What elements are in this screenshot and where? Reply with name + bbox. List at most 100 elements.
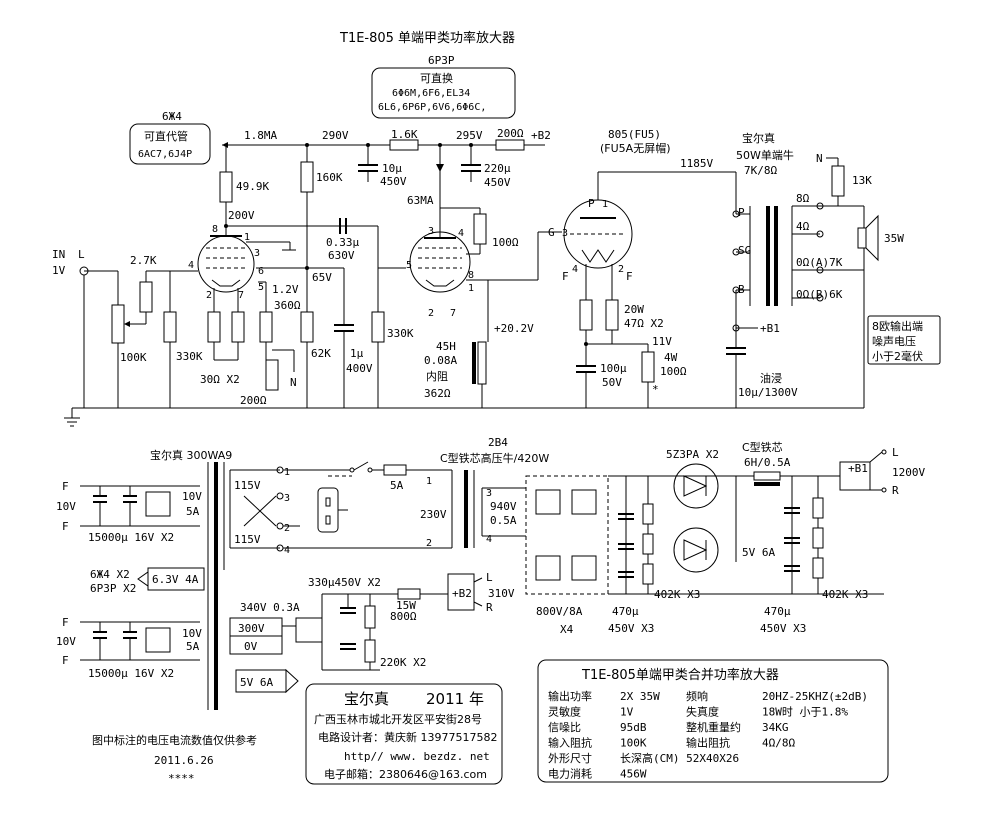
label-35w: 35W xyxy=(884,232,904,245)
maker-email: 电子邮箱：2380646@163.com xyxy=(324,767,487,781)
label-20w: 20W xyxy=(624,303,644,316)
v2-pin5: 5 xyxy=(406,260,412,271)
note-8ohm-box xyxy=(867,315,941,365)
label-1k6: 1.6K xyxy=(391,128,418,141)
label-fuse: 5A xyxy=(390,479,404,492)
maker-addr: 广西玉林市城北开发区平安街28号 xyxy=(314,712,482,726)
label-1m8: 1.8MA xyxy=(244,129,277,142)
ground-bus xyxy=(64,407,864,427)
spec-cell-3-3: 4Ω/8Ω xyxy=(762,737,795,750)
label-008a: 0.08A xyxy=(424,354,457,367)
hv-filter-1 xyxy=(608,475,884,595)
note-8ohm-c: 小于2毫伏 xyxy=(872,349,923,363)
label-49k9: 49.9K xyxy=(236,180,269,193)
heater-winding-2 xyxy=(80,621,200,661)
footer-date: 2011.6.26 xyxy=(154,754,214,767)
pt-pin3: 3 xyxy=(284,493,290,504)
label-6h: 6H/0.5A xyxy=(744,456,791,469)
label-330u: 330μ450V X2 xyxy=(308,576,381,589)
b2-supply xyxy=(229,573,483,671)
v1-sub-title: 可直代管 xyxy=(144,129,188,143)
hv-title: C型铁芯高压牛/420W xyxy=(440,451,549,465)
label-220u-v: 450V xyxy=(484,176,511,189)
primary-windings xyxy=(229,466,430,552)
psu-10v-2: 10V xyxy=(56,635,76,648)
v2-pin7: 7 xyxy=(450,308,456,319)
label-5z3pa: 5Z3PA X2 xyxy=(666,448,719,461)
r-160k xyxy=(300,145,314,408)
v2-name: 6P3P xyxy=(428,54,455,67)
psu-F1: F xyxy=(62,480,69,493)
r-2k7 xyxy=(139,270,196,324)
volume-pot xyxy=(111,271,146,408)
tube-v1 xyxy=(197,235,255,293)
label-360ohm: 360Ω xyxy=(274,299,301,312)
pt-pin1: 1 xyxy=(284,467,290,478)
note-8ohm-b: 噪声电压 xyxy=(872,334,916,348)
v3-pin3: 3 xyxy=(562,228,568,239)
hv-940v: 940V xyxy=(490,500,517,513)
spec-cell-1-0: 灵敏度 xyxy=(548,705,581,719)
psu-cap-15000-1: 15000μ 16V X2 xyxy=(88,531,174,544)
psu-F2: F xyxy=(62,520,69,533)
maker-year: 2011 年 xyxy=(426,690,484,708)
maker-box xyxy=(305,683,503,785)
heater-6v3 xyxy=(137,567,205,591)
label-nz: 内阻 xyxy=(426,369,448,383)
psu-F4: F xyxy=(62,654,69,667)
heater-5v6a xyxy=(235,668,299,694)
hv-pin1: 1 xyxy=(426,476,432,487)
ot-P: P xyxy=(738,206,745,219)
label-G-805: G xyxy=(548,226,555,239)
v2-pin3: 3 xyxy=(428,226,434,237)
tube-v2 xyxy=(409,231,471,293)
ot-0b: 0Ω(B)6K xyxy=(796,288,843,301)
label-100k-pot: 100K xyxy=(120,351,147,364)
label-oil-v: 10μ/1300V xyxy=(738,386,798,399)
label-63ma: 63MA xyxy=(407,194,434,207)
label-b2-L: L xyxy=(486,571,493,584)
label-F2: F xyxy=(626,270,633,283)
v2-sub-box xyxy=(371,67,516,119)
label-470u-d: 450V X3 xyxy=(760,622,806,635)
psu-cap-15000-2: 15000μ 16V X2 xyxy=(88,667,174,680)
v3-pin1: 1 xyxy=(602,199,608,210)
label-470u-b: 450V X3 xyxy=(608,622,654,635)
psu-ac5a-2: 5A xyxy=(186,640,200,653)
v3-name: 805(FU5) xyxy=(608,128,661,141)
label-1185v: 1185V xyxy=(680,157,713,170)
pt-115v-b: 115V xyxy=(234,533,261,546)
label-x4: X4 xyxy=(560,623,574,636)
label-10u-v: 450V xyxy=(380,175,407,188)
r-4w-100 xyxy=(641,344,655,408)
label-033u-v: 630V xyxy=(328,249,355,262)
label-470u-c: 470μ xyxy=(764,605,791,618)
hv-pin3: 3 xyxy=(486,488,492,499)
maker-url: http// www. bezdz. net xyxy=(344,750,490,763)
label-choke-c: C型铁芯 xyxy=(742,440,783,454)
ot-type: 50W单端牛 xyxy=(736,148,794,162)
label-220u: 220μ xyxy=(484,162,511,175)
label-62k: 62K xyxy=(311,347,331,360)
heater-6p3p: 6P3P X2 xyxy=(90,582,136,595)
label-300v: 300V xyxy=(238,622,265,635)
note-8ohm-a: 8欧输出端 xyxy=(872,319,923,333)
label-b2-top: +B2 xyxy=(531,129,551,142)
v1-pin6: 6 xyxy=(258,266,264,277)
label-1v2: 1.2V xyxy=(272,283,299,296)
b1-output xyxy=(839,449,887,493)
cap-oil xyxy=(726,328,746,408)
label-2k7: 2.7K xyxy=(130,254,157,267)
v1-pin1: 1 xyxy=(244,232,250,243)
spec-cell-0-0: 输出功率 xyxy=(548,689,592,703)
label-402k-a: 402K X3 xyxy=(654,588,700,601)
label-295v: 295V xyxy=(456,129,483,142)
label-b2-R: R xyxy=(486,601,493,614)
label-340v: 340V 0.3A xyxy=(240,601,300,614)
label-oil: 油浸 xyxy=(760,371,782,385)
spec-cell-2-2: 整机重量约 xyxy=(686,720,741,734)
label-47x2: 47Ω X2 xyxy=(624,317,664,330)
spec-cell-3-1: 100K xyxy=(620,737,647,750)
label-310v: 310V xyxy=(488,587,515,600)
